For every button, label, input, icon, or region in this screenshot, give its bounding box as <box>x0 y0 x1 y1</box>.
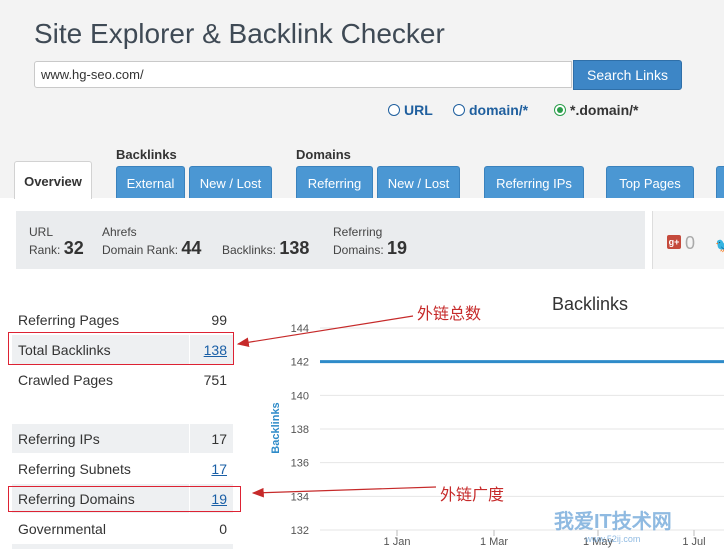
stat-label: Total Backlinks <box>18 342 111 358</box>
row-divider <box>189 424 190 453</box>
stat-value: 751 <box>203 372 227 388</box>
watermark-url: www.52ij.com <box>585 534 641 544</box>
chart-x-tick-label: 1 Jul <box>682 536 705 548</box>
scope-domain-label: domain/* <box>469 102 529 118</box>
header-band <box>0 0 724 198</box>
stats-row-referring-ips: Referring IPs 17 <box>12 424 233 453</box>
chart-x-tick-label: 1 Mar <box>480 536 508 548</box>
stat-label: Referring Pages <box>18 312 120 328</box>
scope-url-radio[interactable]: URL <box>388 102 433 118</box>
url-rank-metric: URL Rank: 32 <box>29 224 84 258</box>
ref-domains-label-2: Domains: <box>333 243 384 257</box>
scope-subdomain-radio[interactable]: *.domain/* <box>554 102 638 118</box>
stat-label: Referring Domains <box>18 491 135 507</box>
metrics-bar: URL Rank: 32 Ahrefs Domain Rank: 44 Back… <box>16 211 645 269</box>
stat-label: Crawled Pages <box>18 372 113 388</box>
total-backlinks-link[interactable]: 138 <box>203 342 227 358</box>
chart-x-tick-label: 1 Jan <box>384 536 411 548</box>
stat-value: 99 <box>211 312 227 328</box>
chart-y-axis-label: Backlinks <box>270 402 282 453</box>
url-rank-label: URL <box>29 225 54 239</box>
annotation-referring-domains: 外链广度 <box>440 487 505 504</box>
annotation-arrow-domains <box>251 486 437 498</box>
radio-checked-icon <box>554 104 566 116</box>
domain-rank-value: 44 <box>181 238 202 258</box>
row-divider <box>189 335 190 364</box>
highlight-box-total-backlinks <box>8 332 234 365</box>
twitter-icon[interactable]: 🐦 <box>715 237 724 253</box>
tab-more[interactable] <box>716 166 724 198</box>
social-box: g+ 0 🐦 <box>652 211 724 269</box>
radio-icon <box>453 104 465 116</box>
row-divider <box>189 484 190 513</box>
ref-domains-value: 19 <box>387 238 408 258</box>
stats-row-governmental: Governmental 0 <box>12 514 233 543</box>
watermark-text: 我爱IT技术网 <box>554 511 672 533</box>
chart-y-tick-label: 134 <box>291 491 309 503</box>
backlinks-metric: Backlinks: 138 <box>222 238 310 258</box>
scope-domain-radio[interactable]: domain/* <box>453 102 528 118</box>
backlinks-value: 138 <box>279 238 310 258</box>
chart-title: Backlinks <box>552 294 629 314</box>
stat-label: Governmental <box>18 521 106 537</box>
annotation-arrow-total <box>236 315 414 348</box>
tab-backlinks-new-lost[interactable]: New / Lost <box>189 166 272 198</box>
ref-domains-metric: Referring Domains: 19 <box>333 224 407 258</box>
google-plus-icon[interactable]: g+ <box>667 235 681 249</box>
annotation-total-backlinks: 外链总数 <box>417 306 482 323</box>
stats-row-referring-pages: Referring Pages 99 <box>12 305 233 334</box>
watermark-logo: 我爱IT技术网 www.52ij.com <box>554 505 672 544</box>
stats-row-total-backlinks: Total Backlinks 138 <box>12 335 233 364</box>
gplus-count: 0 <box>685 233 696 253</box>
url-rank-label-2: Rank: <box>29 243 61 257</box>
domain-rank-metric: Ahrefs Domain Rank: 44 <box>102 224 201 258</box>
chart-y-tick-label: 140 <box>291 390 309 402</box>
tab-backlinks-external[interactable]: External <box>116 166 185 198</box>
search-links-button[interactable]: Search Links <box>573 60 682 90</box>
referring-domains-link[interactable]: 19 <box>211 491 227 507</box>
search-input[interactable] <box>34 61 572 88</box>
stat-value: 17 <box>211 431 227 447</box>
chart-y-tick-label: 138 <box>291 424 309 436</box>
stat-value: 0 <box>219 521 227 537</box>
domains-group-label: Domains <box>296 147 351 162</box>
domain-rank-label-2: Domain Rank: <box>102 243 179 257</box>
highlight-box-referring-domains <box>8 486 241 512</box>
tab-overview[interactable]: Overview <box>14 161 92 199</box>
url-rank-value: 32 <box>63 238 84 258</box>
chart-y-tick-label: 132 <box>291 525 309 537</box>
referring-subnets-link[interactable]: 17 <box>211 461 227 477</box>
backlinks-group-label: Backlinks <box>116 147 177 162</box>
ref-domains-label: Referring <box>333 225 383 239</box>
chart-y-tick-label: 144 <box>291 323 309 335</box>
scope-url-label: URL <box>404 102 433 118</box>
tab-domains-referring[interactable]: Referring <box>296 166 373 198</box>
domain-rank-label: Ahrefs <box>102 225 137 239</box>
stats-row-referring-domains: Referring Domains 19 <box>12 484 233 513</box>
page-title: Site Explorer & Backlink Checker <box>34 18 445 49</box>
stats-row-crawled-pages: Crawled Pages 751 <box>12 365 233 394</box>
backlinks-label: Backlinks: <box>222 243 277 257</box>
stats-row-next <box>12 544 233 549</box>
chart-y-tick-label: 142 <box>291 357 309 369</box>
stats-row-referring-subnets: Referring Subnets 17 <box>12 454 233 483</box>
radio-icon <box>388 104 400 116</box>
scope-subdomain-label: *.domain/* <box>570 102 639 118</box>
tab-top-pages[interactable]: Top Pages <box>606 166 694 198</box>
tab-domains-new-lost[interactable]: New / Lost <box>377 166 460 198</box>
stat-label: Referring Subnets <box>18 461 131 477</box>
stat-label: Referring IPs <box>18 431 100 447</box>
chart-y-tick-label: 136 <box>291 458 309 470</box>
tab-referring-ips[interactable]: Referring IPs <box>484 166 584 198</box>
